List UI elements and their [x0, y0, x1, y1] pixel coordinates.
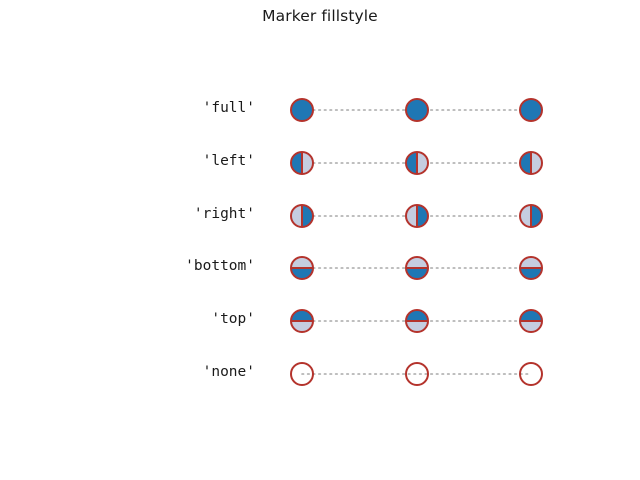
marker-outline	[405, 204, 429, 228]
marker-alt-fill	[406, 257, 428, 268]
marker-outline	[290, 309, 314, 333]
row-plot-left	[290, 151, 543, 175]
marker-bottom[interactable]	[290, 256, 314, 280]
marker-alt-fill	[291, 257, 313, 268]
marker-right[interactable]	[405, 204, 429, 228]
row-label-left: 'left'	[202, 153, 255, 169]
row-plot-full	[290, 98, 543, 122]
marker-right[interactable]	[519, 204, 543, 228]
marker-outline	[405, 362, 429, 386]
marker-none[interactable]	[405, 362, 429, 386]
marker-left[interactable]	[290, 151, 314, 175]
marker-bottom[interactable]	[519, 256, 543, 280]
row-label-bottom: 'bottom'	[185, 258, 255, 274]
marker-right[interactable]	[290, 204, 314, 228]
marker-left[interactable]	[405, 151, 429, 175]
marker-alt-fill	[406, 321, 428, 332]
row-label-top: 'top'	[211, 311, 255, 327]
marker-outline	[519, 204, 543, 228]
marker-alt-fill	[520, 257, 542, 268]
marker-alt-fill	[520, 205, 531, 227]
marker-primary-fill	[291, 99, 313, 121]
marker-alt-fill	[302, 152, 313, 174]
marker-primary-fill	[520, 99, 542, 121]
marker-outline	[290, 98, 314, 122]
marker-full[interactable]	[290, 98, 314, 122]
row-label-right: 'right'	[193, 206, 255, 222]
marker-alt-fill	[520, 321, 542, 332]
marker-outline	[405, 151, 429, 175]
marker-alt-fill	[406, 205, 417, 227]
marker-outline	[290, 151, 314, 175]
row-plot-none	[290, 362, 543, 386]
row-plot-top	[290, 309, 543, 333]
marker-primary-fill	[406, 99, 428, 121]
marker-alt-fill	[291, 321, 313, 332]
marker-outline	[519, 151, 543, 175]
marker-outline	[290, 362, 314, 386]
row-plot-right	[290, 204, 543, 228]
marker-outline	[519, 309, 543, 333]
marker-top[interactable]	[519, 309, 543, 333]
marker-outline	[290, 204, 314, 228]
row-plot-bottom	[290, 256, 543, 280]
row-label-full: 'full'	[202, 100, 255, 116]
marker-outline	[405, 309, 429, 333]
marker-full[interactable]	[519, 98, 543, 122]
marker-bottom[interactable]	[405, 256, 429, 280]
marker-none[interactable]	[290, 362, 314, 386]
marker-none[interactable]	[519, 362, 543, 386]
page-title: Marker fillstyle	[262, 7, 378, 25]
marker-alt-fill	[291, 205, 302, 227]
marker-top[interactable]	[290, 309, 314, 333]
row-label-none: 'none'	[202, 364, 255, 380]
marker-outline	[519, 362, 543, 386]
marker-top[interactable]	[405, 309, 429, 333]
marker-outline	[405, 256, 429, 280]
marker-outline	[519, 256, 543, 280]
marker-alt-fill	[417, 152, 428, 174]
marker-outline	[519, 98, 543, 122]
marker-left[interactable]	[519, 151, 543, 175]
marker-outline	[290, 256, 314, 280]
marker-outline	[405, 98, 429, 122]
marker-full[interactable]	[405, 98, 429, 122]
marker-alt-fill	[531, 152, 542, 174]
